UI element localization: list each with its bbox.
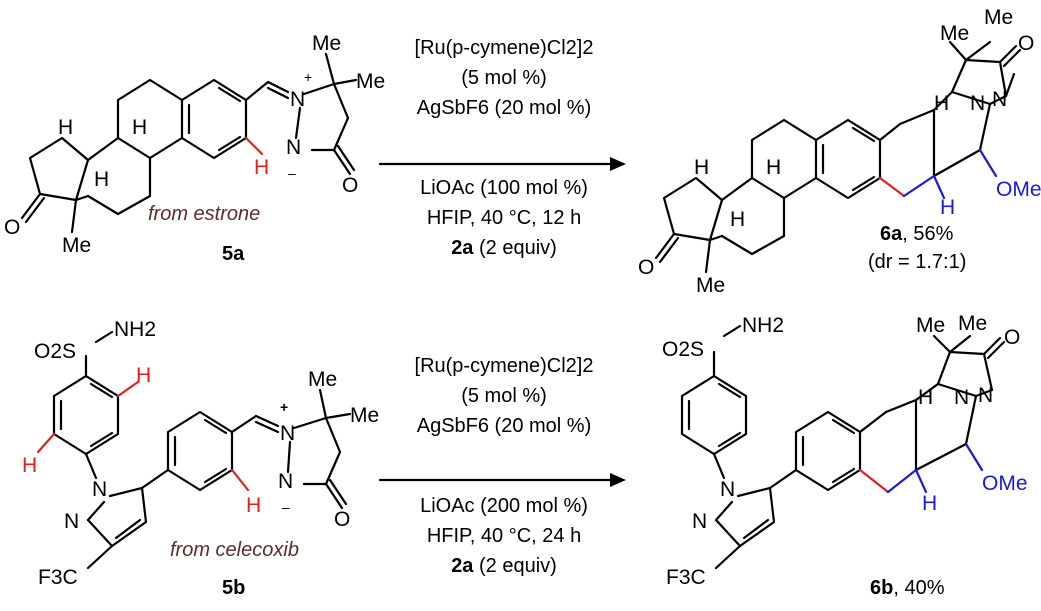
condition-a-line6: 2a (2 equiv) xyxy=(451,237,557,259)
atom-n1-6a: N xyxy=(970,92,985,115)
atom-h2-6a: H xyxy=(730,208,745,231)
charge-plus-5a: + xyxy=(304,69,312,85)
condition-b-line1: [Ru(p-cymene)Cl2]2 xyxy=(415,355,594,377)
atom-h2-6b: H xyxy=(922,492,937,515)
atom-h3-6a: H xyxy=(766,156,781,179)
atom-me2-6b: Me xyxy=(958,312,987,335)
substrate-5a: N N + – O Me Me O Me H H H H from estron… xyxy=(4,32,385,265)
atom-me3-6a: Me xyxy=(696,274,725,297)
charge-minus-5b: – xyxy=(282,499,290,515)
atom-me1-5b: Me xyxy=(308,368,337,391)
atom-me3-5a: Me xyxy=(62,234,91,257)
atom-n1-6b: N xyxy=(720,478,735,501)
atom-o1-5a: O xyxy=(342,174,358,197)
condition-a-line4: LiOAc (100 mol %) xyxy=(420,177,588,199)
conditions-a: [Ru(p-cymene)Cl2]2 (5 mol %) AgSbF6 (20 … xyxy=(415,37,594,259)
atom-o2s-5b: O2S xyxy=(34,340,76,363)
atom-ome-6a: OMe xyxy=(996,178,1041,201)
atom-h-b-5b: H xyxy=(22,454,37,477)
condition-b-line5: HFIP, 40 °C, 24 h xyxy=(427,525,581,547)
substrate-5b: NH2 O2S H H N N F3C H xyxy=(22,318,379,599)
atom-n3-5b: N xyxy=(280,422,295,445)
compound-label-5a: 5a xyxy=(222,243,245,265)
atom-n1-5a: N xyxy=(290,88,305,111)
atom-h-c-5b: H xyxy=(246,494,261,517)
reaction-arrow-a xyxy=(378,157,626,171)
atom-n1-5b: N xyxy=(92,478,107,501)
source-note-5a: from estrone xyxy=(148,203,260,225)
atom-me2-6a: Me xyxy=(984,6,1013,29)
atom-me1-6a: Me xyxy=(940,22,969,45)
atom-h-red-5a: H xyxy=(254,156,269,179)
condition-a-line3: AgSbF6 (20 mol %) xyxy=(417,97,592,119)
atom-o1-5b: O xyxy=(334,508,350,531)
atom-h1-5a: H xyxy=(58,116,73,139)
atom-o2s-6b: O2S xyxy=(662,338,704,361)
atom-f3c-6b: F3C xyxy=(666,566,706,589)
atom-o1-6b: O xyxy=(1004,326,1020,349)
atom-n2-6a: N xyxy=(992,88,1007,111)
atom-o2-5a: O xyxy=(4,216,20,239)
atom-n2-6b: N xyxy=(692,510,707,533)
atom-o1-6a: O xyxy=(1018,32,1034,55)
atom-h3-5a: H xyxy=(132,116,147,139)
atom-me2-5a: Me xyxy=(356,70,385,93)
atom-n4-5b: N xyxy=(278,470,293,493)
product-6b: NH2 O2S N N F3C N N O Me Me xyxy=(662,312,1028,599)
source-note-5b: from celecoxib xyxy=(170,539,299,561)
atom-ome-6b: OMe xyxy=(982,472,1028,495)
atom-o2-6a: O xyxy=(638,256,654,279)
atom-h-a-5b: H xyxy=(136,364,151,387)
condition-a-line1: [Ru(p-cymene)Cl2]2 xyxy=(415,37,594,59)
atom-f3c-5b: F3C xyxy=(38,566,78,589)
atom-h2-5a: H xyxy=(94,168,109,191)
condition-a-line2: (5 mol %) xyxy=(461,67,547,89)
condition-b-line3: AgSbF6 (20 mol %) xyxy=(417,415,592,437)
atom-n3-6b: N xyxy=(954,386,969,409)
compound-label-5b: 5b xyxy=(222,577,245,599)
atom-nh2-5b: NH2 xyxy=(114,318,156,341)
atom-nh2-6b: NH2 xyxy=(742,314,784,337)
atom-n4-6b: N xyxy=(978,384,993,407)
condition-b-line6: 2a (2 equiv) xyxy=(451,555,557,577)
atom-me1-6b: Me xyxy=(916,314,945,337)
atom-n2-5b: N xyxy=(64,510,79,533)
product-6a: N N O Me Me O Me H H H H H OMe 6a, 56% (… xyxy=(638,6,1041,297)
charge-minus-5a: – xyxy=(288,165,296,181)
compound-label-6b: 6b, 40% xyxy=(870,577,945,599)
atom-h5-6a: H xyxy=(940,196,955,219)
condition-b-line4: LiOAc (200 mol %) xyxy=(420,495,588,517)
atom-me2-5b: Me xyxy=(350,404,379,427)
atom-h1-6a: H xyxy=(694,156,709,179)
condition-a-line5: HFIP, 40 °C, 12 h xyxy=(427,207,581,229)
atom-h1-6b: H xyxy=(918,386,933,409)
charge-plus-5b: + xyxy=(280,399,288,415)
dr-value-6a: (dr = 1.7:1) xyxy=(868,251,966,273)
atom-h4-6a: H xyxy=(934,92,949,115)
reaction-arrow-b xyxy=(378,473,626,487)
condition-b-line2: (5 mol %) xyxy=(461,385,547,407)
conditions-b: [Ru(p-cymene)Cl2]2 (5 mol %) AgSbF6 (20 … xyxy=(415,355,594,577)
compound-label-6a: 6a, 56% xyxy=(880,223,954,245)
atom-me1-5a: Me xyxy=(312,32,341,55)
atom-n2-5a: N xyxy=(286,136,301,159)
